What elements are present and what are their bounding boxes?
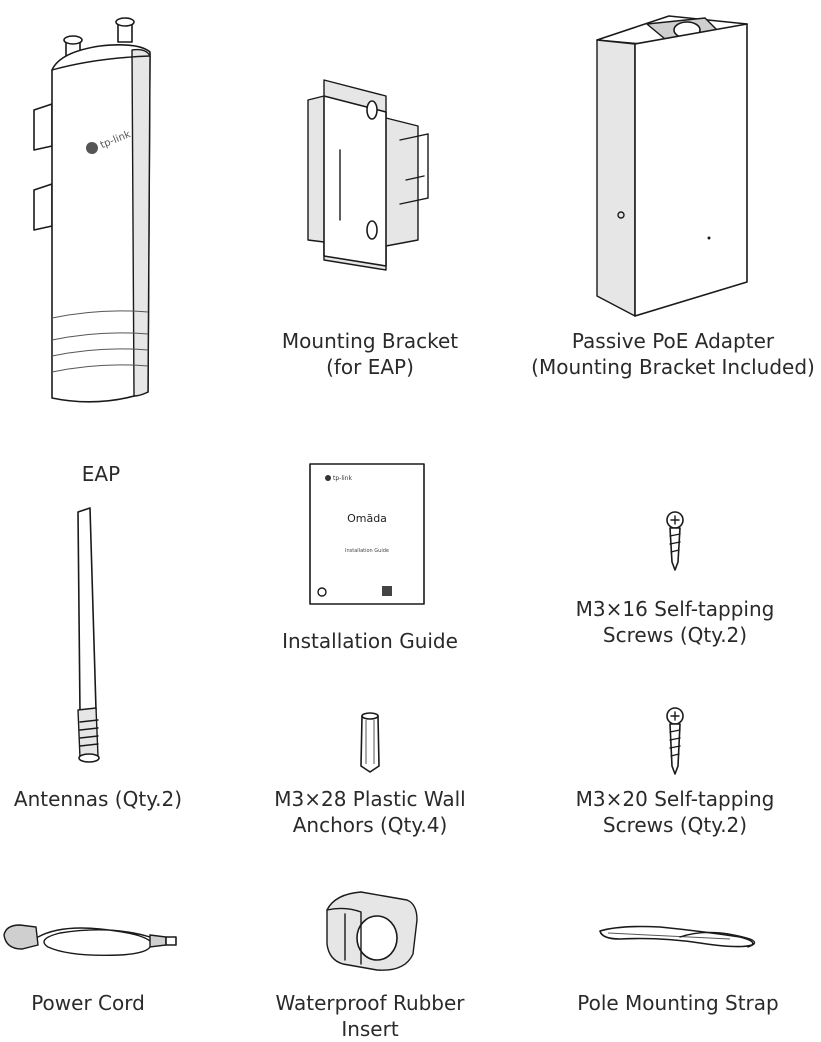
screws-20-item: M3×20 Self-tapping Screws (Qty.2) <box>560 706 790 846</box>
mounting-bracket-caption: Mounting Bracket (for EAP) <box>260 328 480 380</box>
svg-text:Installation Guide: Installation Guide <box>345 548 389 554</box>
wall-anchors-caption: M3×28 Plastic Wall Anchors (Qty.4) <box>265 786 475 838</box>
screws-16-line2: Screws (Qty.2) <box>602 623 748 647</box>
poe-adapter-line1: Passive PoE Adapter <box>571 329 775 353</box>
poe-adapter-item: Passive PoE Adapter (Mounting Bracket In… <box>525 0 821 400</box>
mounting-bracket-line1: Mounting Bracket <box>281 329 459 353</box>
antennas-item: Antennas (Qty.2) <box>0 500 200 820</box>
eap-label: EAP <box>81 462 121 486</box>
power-cord-item: Power Cord <box>0 895 200 1015</box>
wall-anchor-illustration <box>360 712 380 773</box>
mounting-bracket-line2: (for EAP) <box>326 355 414 379</box>
screws-20-line2: Screws (Qty.2) <box>602 813 748 837</box>
power-cord-illustration <box>3 924 177 956</box>
antennas-caption: Antennas (Qty.2) <box>0 786 196 812</box>
wall-anchors-line1: M3×28 Plastic Wall <box>274 787 466 811</box>
screw-20-illustration <box>666 707 684 775</box>
screws-16-item: M3×16 Self-tapping Screws (Qty.2) <box>560 510 790 660</box>
wall-anchors-item: M3×28 Plastic Wall Anchors (Qty.4) <box>265 710 475 840</box>
pole-strap-item: Pole Mounting Strap <box>560 915 796 1015</box>
pole-strap-caption: Pole Mounting Strap <box>560 990 796 1016</box>
wall-anchors-line2: Anchors (Qty.4) <box>292 813 448 837</box>
antenna-illustration <box>77 507 100 763</box>
rubber-insert-illustration <box>326 891 418 971</box>
screws-16-caption: M3×16 Self-tapping Screws (Qty.2) <box>560 596 790 648</box>
installation-guide-caption: Installation Guide <box>270 628 470 654</box>
screws-20-line1: M3×20 Self-tapping <box>575 787 775 811</box>
pole-strap-illustration <box>599 925 756 948</box>
poe-adapter-illustration <box>596 15 748 317</box>
rubber-insert-line2: Insert <box>341 1017 399 1041</box>
screws-16-line1: M3×16 Self-tapping <box>575 597 775 621</box>
installation-guide-label: Installation Guide <box>282 629 458 653</box>
eap-illustration: tp-link <box>33 17 151 403</box>
antennas-label: Antennas (Qty.2) <box>13 787 183 811</box>
eap-item: tp-link EAP <box>0 0 200 500</box>
installation-guide-illustration: tp-link Omāda Installation Guide <box>309 463 425 605</box>
mounting-bracket-item: Mounting Bracket (for EAP) <box>260 70 480 390</box>
power-cord-label: Power Cord <box>31 991 145 1015</box>
rubber-insert-line1: Waterproof Rubber <box>275 991 465 1015</box>
screws-20-caption: M3×20 Self-tapping Screws (Qty.2) <box>560 786 790 838</box>
installation-guide-item: tp-link Omāda Installation Guide Install… <box>270 460 470 660</box>
power-cord-caption: Power Cord <box>0 990 176 1016</box>
mounting-bracket-illustration <box>307 79 429 271</box>
poe-adapter-caption: Passive PoE Adapter (Mounting Bracket In… <box>525 328 821 380</box>
rubber-insert-item: Waterproof Rubber Insert <box>265 880 475 1042</box>
eap-caption: EAP <box>40 461 162 487</box>
poe-adapter-line2: (Mounting Bracket Included) <box>531 355 815 379</box>
screw-16-illustration <box>666 511 684 571</box>
rubber-insert-caption: Waterproof Rubber Insert <box>265 990 475 1042</box>
svg-text:tp-link: tp-link <box>333 475 352 482</box>
svg-text:Omāda: Omāda <box>347 512 387 525</box>
pole-strap-label: Pole Mounting Strap <box>577 991 779 1015</box>
